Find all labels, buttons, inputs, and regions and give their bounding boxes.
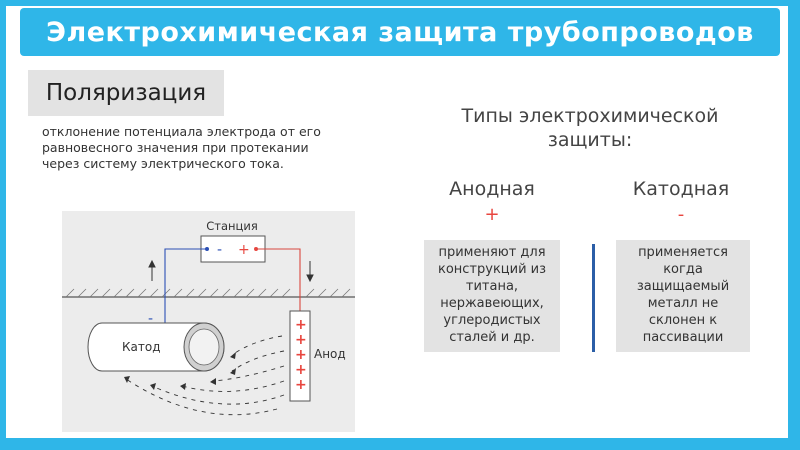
diagram-svg: Станция - + - Катод + + + + + Анод [62, 219, 355, 416]
anode-label: Анод [314, 347, 346, 361]
anode-plus-sign: + [295, 347, 307, 363]
anode-plus-sign: + [295, 317, 307, 333]
anode-plus-sign: + [295, 377, 307, 393]
types-title: Типы электрохимической защиты: [461, 105, 719, 151]
frame-right [788, 0, 800, 450]
cathode-wire [164, 248, 207, 333]
anodic-description: применяют для конструкций из титана, нер… [424, 240, 560, 352]
anodic-label: Анодная [449, 178, 535, 200]
cathodic-label: Катодная [632, 178, 730, 200]
anode-body [289, 310, 311, 402]
cathode-label: Катод [122, 340, 161, 354]
anode-plus-sign: + [295, 332, 307, 348]
cathodic-sign: - [677, 204, 685, 225]
term-box: Поляризация [28, 70, 224, 116]
cathodic-protection-diagram: Станция - + - Катод + + + + + Анод [62, 211, 355, 432]
cathode-minus-sign: - [148, 311, 153, 327]
frame-top [0, 0, 800, 6]
slide-title: Электрохимическая защита трубопроводов [46, 16, 754, 48]
station-plus-sign: + [238, 242, 250, 258]
ground-hatching [65, 288, 351, 298]
anode-wire [256, 248, 301, 311]
station-minus-sign: - [217, 242, 222, 258]
soil-current-arrowheads [124, 352, 236, 390]
term-label: Поляризация [45, 80, 207, 106]
term-definition: отклонение потенциала электрода от его р… [42, 124, 321, 171]
station-label: Станция [206, 219, 258, 233]
frame-left [0, 0, 6, 450]
slide-title-bar: Электрохимическая защита трубопроводов [20, 8, 780, 56]
pipe-bore [188, 328, 220, 366]
types-divider [592, 244, 595, 352]
anode-plus-signs: + + + + + [295, 317, 307, 393]
anodic-sign: + [484, 204, 500, 225]
soil-current-lines [125, 335, 285, 416]
anode-plus-sign: + [295, 362, 307, 378]
cathodic-description: применяется когда защищаемый металл не с… [616, 240, 750, 352]
current-arrows [148, 259, 314, 283]
frame-bottom [0, 438, 800, 450]
